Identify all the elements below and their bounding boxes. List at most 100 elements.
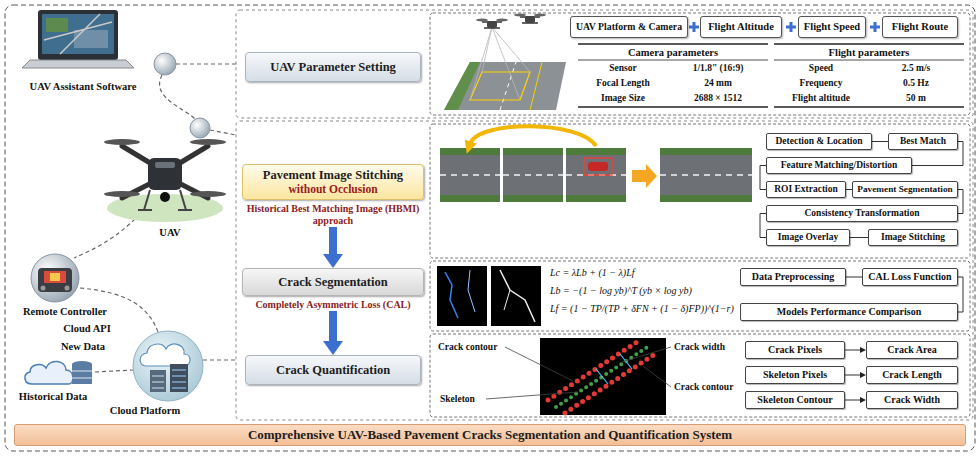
flow-arrow [329,311,337,341]
flight-illustration [444,14,566,111]
frame [236,10,973,118]
leader-line [486,392,578,399]
table-cell: Speed [774,61,868,76]
process-box: Skeleton Pixels [745,366,845,384]
process-box: Feature Matching/Distortion [766,157,912,174]
box-label: Flight Route [892,21,948,33]
pavement-photo [660,148,752,155]
pavement-photo [503,174,563,176]
cloud-platform [140,344,190,366]
callout-label: Skeleton [440,392,500,406]
table-rule [774,43,964,44]
table-cell: 24 mm [668,76,768,91]
laptop [38,10,118,60]
dashed-link [74,214,140,258]
flight-illustration [520,17,540,23]
box-label: Crack Quantification [276,363,390,377]
leader-line [622,347,671,362]
box-label: UAV Parameter Setting [270,60,396,74]
stage-box: Pavement Image Stitchingwithout Occlusio… [242,164,424,227]
table-header: Camera parameters [578,45,768,60]
box-label: Consistency Transformation [805,208,920,219]
stage-box: UAV Parameter Setting [245,52,421,82]
callout-label: Crack contour [438,340,528,354]
connector [958,277,963,312]
uav-drone [190,191,226,197]
flight-illustration [487,21,497,28]
subtitle: Historical Best Matching Image (HBMI) ap… [242,203,424,227]
process-box: Best Match [888,133,958,150]
flow-arrow [329,227,337,254]
box-label: UAV Platform & Camera [576,21,682,32]
box-label: Image Stitching [881,232,945,243]
crack-skeleton-figure [540,338,666,415]
box-label: without Occlusion [288,183,377,196]
process-box: Models Performance Comparison [740,303,958,321]
table-rule [578,43,768,44]
uav-drone [160,192,170,202]
crack-skeleton-figure [565,352,658,413]
table-rule [578,106,768,107]
dashed-link [95,370,133,372]
cloud-platform [133,331,203,401]
cloud-platform [170,364,188,392]
box-label: Image Overlay [778,232,838,243]
plus-sign [870,22,880,32]
crack-skeleton-figure [556,346,649,407]
flight-illustration [514,14,526,17]
crack-image [437,266,541,326]
leader-line [505,347,573,381]
flight-illustration [525,16,535,23]
pavement-photo [660,174,752,176]
parameter-box: UAV Platform & Camera [570,16,688,38]
caption: UAV [140,226,200,240]
frame [430,261,970,331]
table-cell: Flight altitude [774,91,868,106]
frame [5,5,975,451]
crack-skeleton-figure [596,354,632,384]
dashed-link [160,75,196,120]
equation: Lf = (1 − TP/(TP + δFN + (1 − δ)FP))^(1−… [550,302,736,328]
table-header: Flight parameters [774,45,964,60]
uav-drone [148,158,182,190]
table-cell: 1/1.8" (16:9) [668,61,768,76]
pavement-photo [566,195,626,202]
flight-illustration [470,27,530,100]
laptop [44,14,112,54]
leader-line [643,366,671,387]
pavement-photo [566,148,626,202]
uav-drone [190,139,226,145]
cloud-platform [25,331,203,401]
table-cell: Frequency [774,76,868,91]
process-box: Image Stitching [868,229,958,246]
box-label: Pavement Image Stitching [263,168,403,182]
table-cell: 2.5 m/s [868,61,964,76]
box-label: Crack Pixels [768,344,822,356]
box-face: Pavement Image Stitchingwithout Occlusio… [242,164,424,200]
equation: Lc = λLb + (1 − λ)Lf [550,266,736,280]
crack-image [445,272,458,318]
connector [846,277,862,278]
uav-drone [155,162,175,168]
remote-controller [38,268,72,292]
caption: Historical Data [8,390,98,404]
process-box: Pavement Segmentation [852,181,958,198]
crack-image [437,266,487,326]
process-box: Skeleton Contour [745,391,845,409]
crack-image [504,290,510,310]
process-box: Crack Length [866,366,958,384]
subtitle: Completely Asymmetric Loss (CAL) [242,299,424,311]
pavement-photo [470,126,596,146]
flight-illustration [482,22,502,28]
plus-sign [786,22,796,32]
frame [430,334,970,417]
uav-drone [122,146,208,198]
remote-controller [50,273,60,281]
uav-drone [104,191,140,197]
connector [845,400,860,401]
laptop [22,10,176,75]
table-cell: Sensor [578,61,668,76]
caption: New Data [48,340,118,354]
box-label: Flight Altitude [708,21,774,33]
box-label: Feature Matching/Distortion [781,160,898,171]
